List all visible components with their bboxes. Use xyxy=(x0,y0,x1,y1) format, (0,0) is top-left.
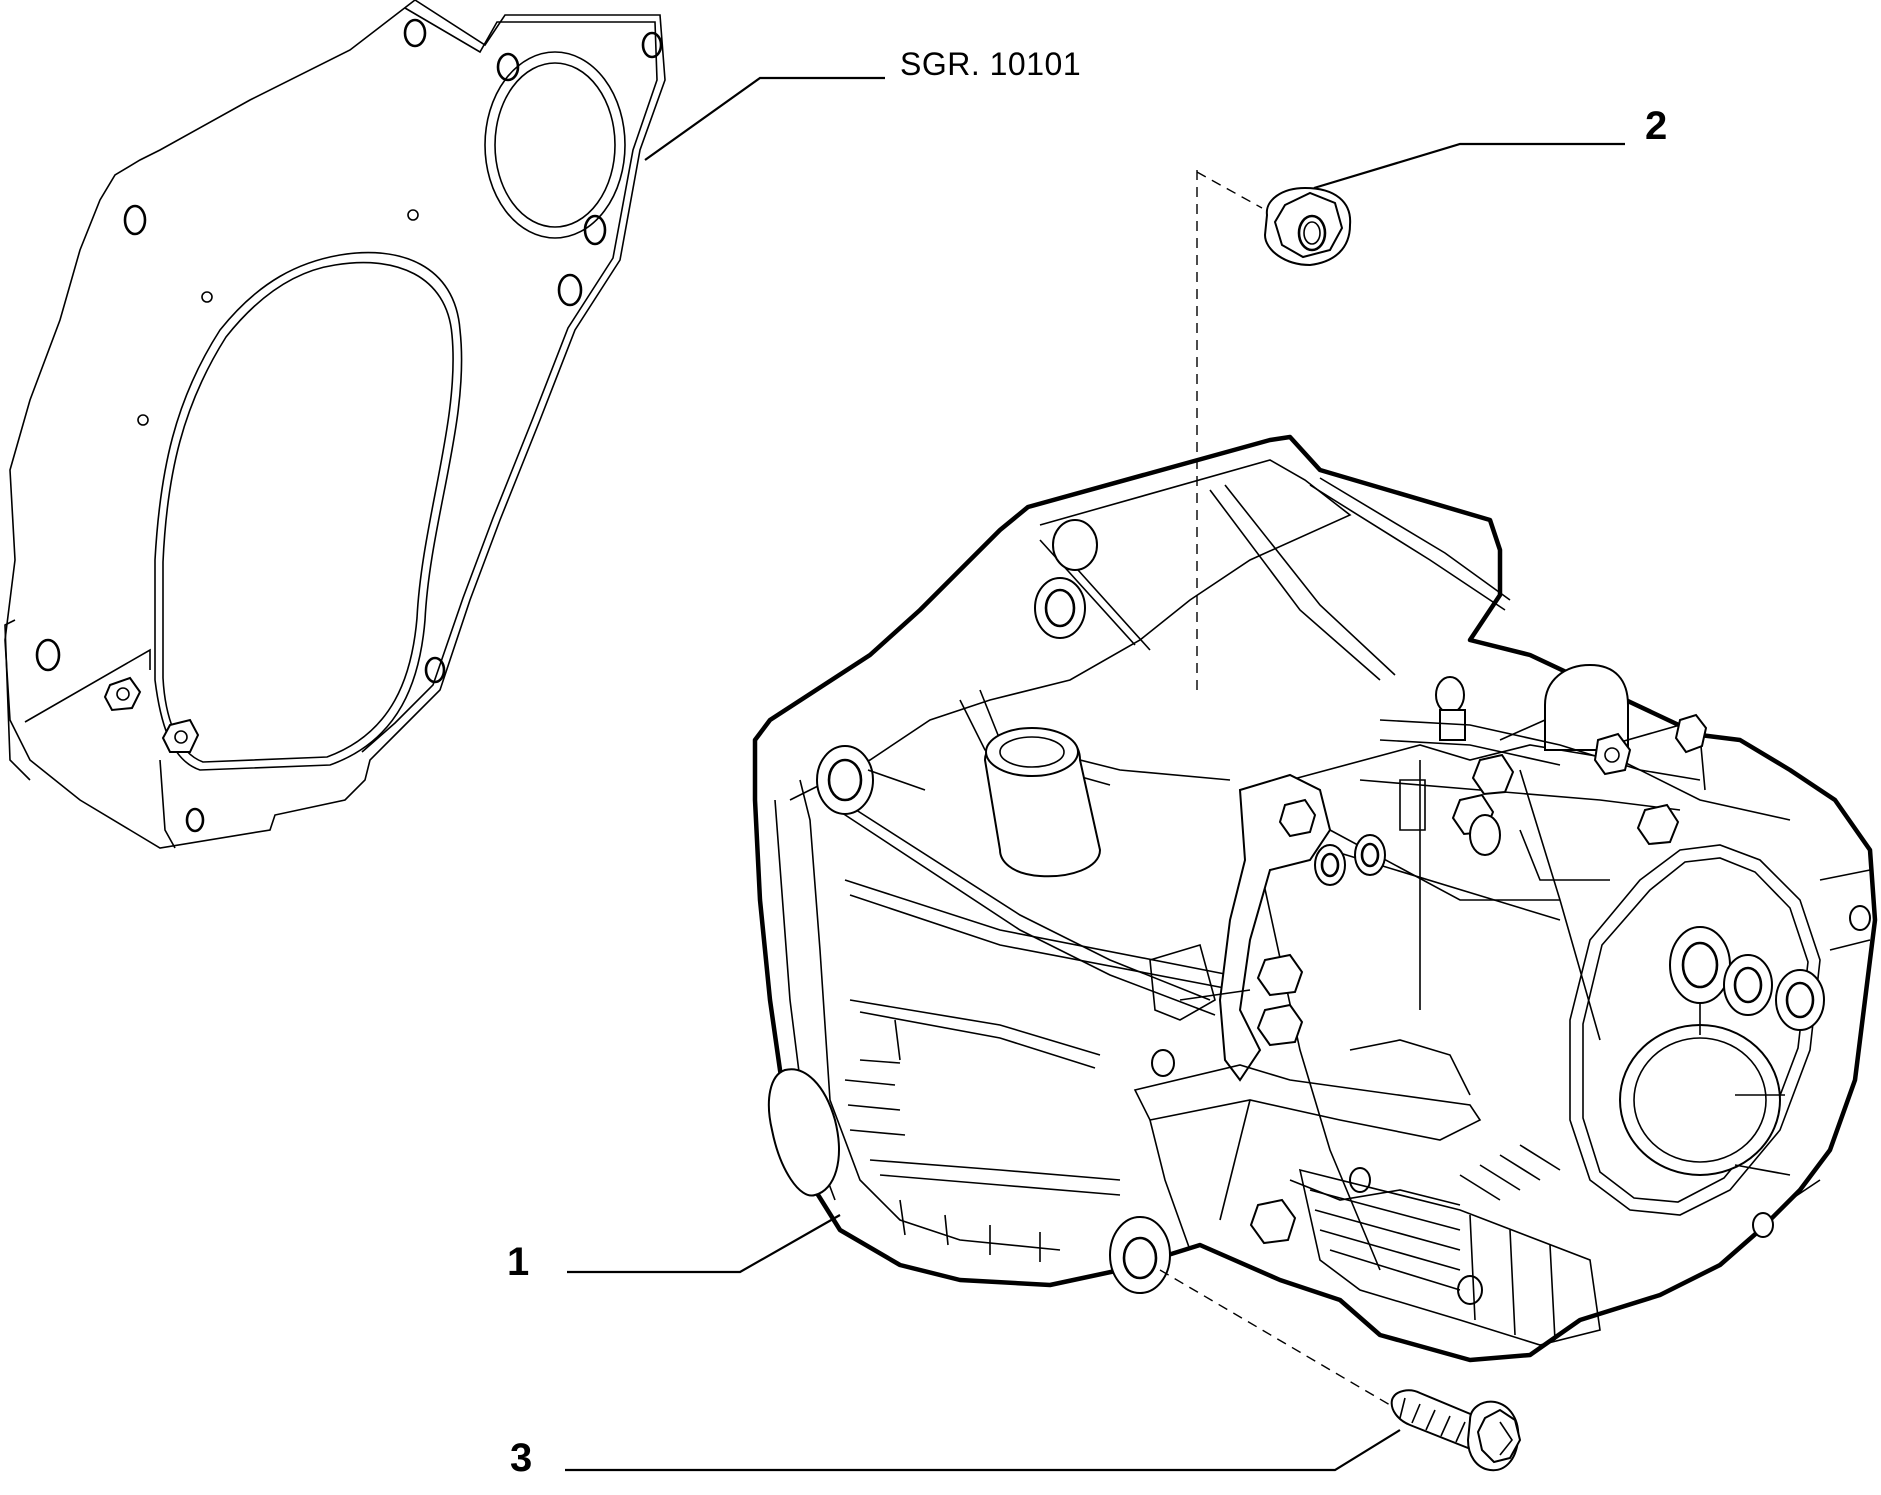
gearbox-housing-icon xyxy=(752,434,1878,1363)
callout-1-label: 1 xyxy=(507,1240,530,1284)
callout-2-label: 2 xyxy=(1645,104,1668,148)
flange-nut-icon xyxy=(1263,186,1352,267)
adapter-plate-icon xyxy=(4,0,666,849)
subgroup-reference-label: SGR. 10101 xyxy=(900,46,1082,82)
flange-bolt-icon xyxy=(1390,1389,1522,1472)
callout-3-label: 3 xyxy=(510,1436,533,1480)
